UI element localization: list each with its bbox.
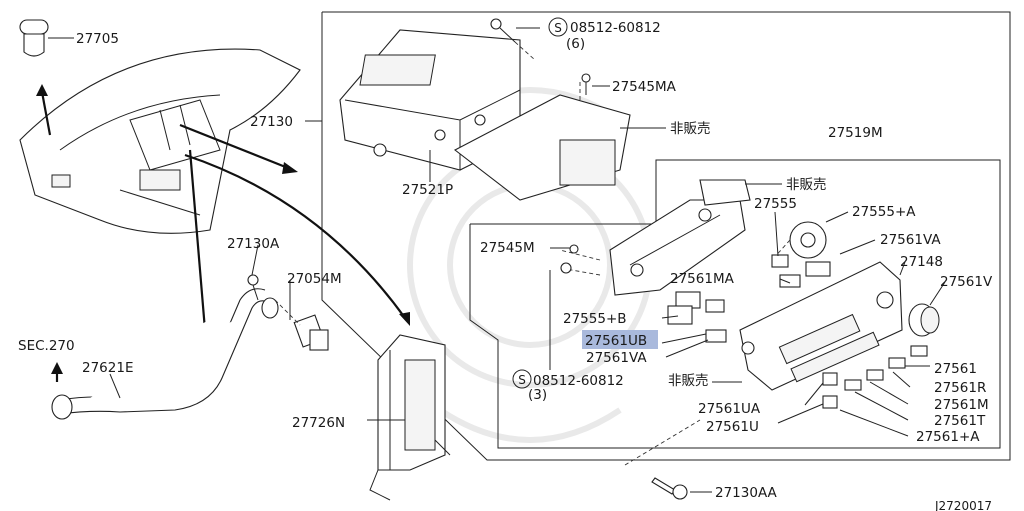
label-27705[interactable]: 27705 [76, 31, 119, 47]
small-part-27555 [771, 254, 831, 288]
drawing-code: J2720017 [934, 499, 992, 511]
label-08512-qty-bottom: (3) [528, 387, 547, 403]
callout-arrows [36, 84, 410, 382]
leader-lines [48, 27, 946, 493]
bracket-assembly [559, 179, 751, 296]
label-27519M[interactable]: 27519M [828, 125, 883, 141]
label-27545M[interactable]: 27545M [480, 240, 535, 256]
label-27561MA[interactable]: 27561MA [670, 271, 735, 287]
label-08512-60812-top[interactable]: 08512-60812 [570, 20, 661, 36]
label-27561UA[interactable]: 27561UA [698, 401, 761, 417]
control-panel-27148 [739, 261, 903, 391]
label-27545MA[interactable]: 27545MA [612, 79, 677, 95]
label-27521P[interactable]: 27521P [402, 182, 453, 198]
clip-27705 [19, 19, 49, 57]
label-27130[interactable]: 27130 [250, 114, 293, 130]
label-27561[interactable]: 27561 [934, 361, 977, 377]
screw-08512-top [490, 18, 536, 61]
sensor-27054M [274, 299, 329, 351]
label-27561R[interactable]: 27561R [934, 380, 986, 396]
screw-27130A [247, 274, 259, 301]
part-labels: 27705 27130 08512-60812 (6) 27545MA 非販売 … [18, 20, 993, 511]
label-27130AA[interactable]: 27130AA [715, 485, 778, 501]
label-27555-B[interactable]: 27555+B [563, 311, 627, 327]
label-27561-A[interactable]: 27561+A [916, 429, 980, 445]
label-27561U[interactable]: 27561U [706, 419, 759, 435]
label-27561M[interactable]: 27561M [934, 397, 989, 413]
label-not-sold-bottom: 非販売 [668, 373, 709, 389]
screw-27130AA [624, 419, 701, 500]
label-not-sold-mid: 非販売 [786, 177, 827, 193]
label-27561UB[interactable]: 27561UB [585, 333, 647, 349]
button-set [667, 291, 928, 409]
label-08512-60812-bottom[interactable]: 08512-60812 [533, 373, 624, 389]
label-27148[interactable]: 27148 [900, 254, 943, 270]
aspirator-duct-27621E [51, 288, 279, 420]
s-mark-top-text: S [554, 21, 562, 35]
label-27555-A[interactable]: 27555+A [852, 204, 916, 220]
gear-27555A [771, 221, 827, 261]
label-27621E[interactable]: 27621E [82, 360, 133, 376]
label-not-sold-top: 非販売 [670, 121, 711, 137]
label-27726N[interactable]: 27726N [292, 415, 345, 431]
knob-27561V [908, 303, 940, 337]
label-27054M[interactable]: 27054M [287, 271, 342, 287]
label-27555[interactable]: 27555 [754, 196, 797, 212]
screw-27545MA [581, 73, 591, 95]
highlight-27561UB [582, 330, 658, 349]
label-27561T[interactable]: 27561T [934, 413, 986, 429]
assembly-frame-inner [469, 159, 1001, 449]
label-27561VA-bottom[interactable]: 27561VA [586, 350, 647, 366]
bracket-27726N [369, 334, 451, 501]
screw-27545M [560, 244, 579, 274]
s-mark-top: S [548, 17, 568, 37]
label-27561V[interactable]: 27561V [940, 274, 993, 290]
label-27561VA-top[interactable]: 27561VA [880, 232, 941, 248]
assembly-frame-outer [321, 11, 1011, 461]
label-08512-qty-top: (6) [566, 36, 585, 52]
s-mark-bottom-text: S [518, 373, 526, 387]
s-mark-bottom: S [512, 369, 532, 389]
control-unit-27521P [339, 29, 521, 171]
dashboard-illustration [19, 48, 301, 234]
label-27130A[interactable]: 27130A [227, 236, 280, 252]
label-sec-270[interactable]: SEC.270 [18, 338, 75, 354]
circuit-board-top [453, 80, 631, 201]
